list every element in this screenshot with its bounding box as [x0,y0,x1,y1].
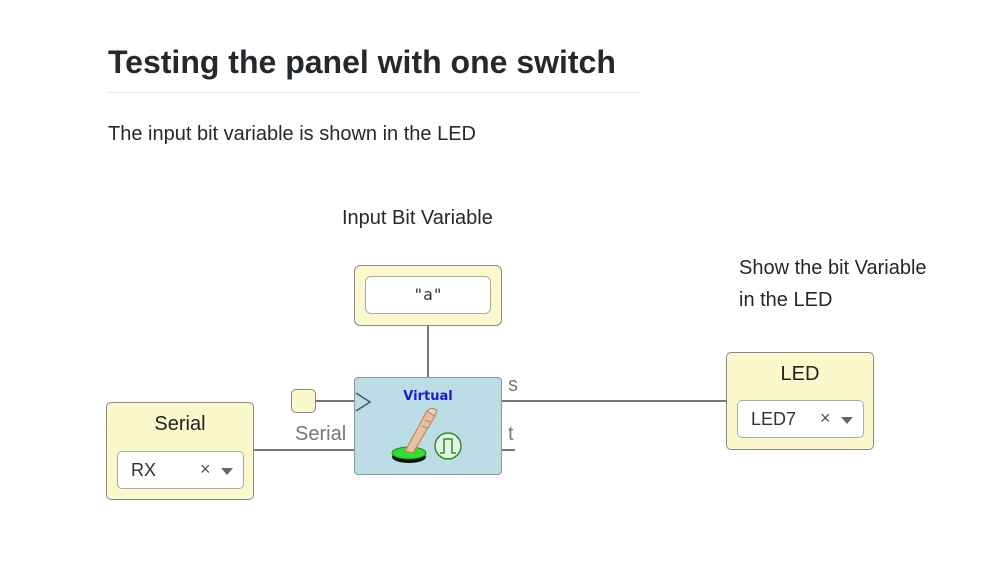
clock-input-block[interactable] [291,389,316,413]
title-divider [108,92,641,93]
virtual-label: Virtual [403,389,453,404]
led-block[interactable]: LED LED7 × [726,352,874,450]
t-port-label: t [508,423,514,445]
input-arrow-icon [355,392,372,412]
led-block-title: LED [780,363,820,385]
input-variable-label: Input Bit Variable [342,207,493,229]
serial-chevron-down-icon[interactable] [221,468,233,475]
page-title: Testing the panel with one switch [108,44,616,80]
intro-text: The input bit variable is shown in the L… [108,123,476,145]
led-chevron-down-icon[interactable] [841,417,853,424]
serial-block-title: Serial [154,413,206,435]
serial-dropdown[interactable]: RX × [117,451,244,489]
virtual-switch-block[interactable]: Virtual [354,377,502,475]
serial-dropdown-value: RX [131,460,157,480]
led-note-line-2: in the LED [739,289,833,311]
pulse-icon [434,432,462,460]
switch-button-icon [391,408,438,463]
serial-clear-icon[interactable]: × [200,459,211,479]
serial-block[interactable]: Serial RX × [106,402,254,500]
serial-port-label: Serial [295,423,347,445]
led-clear-icon[interactable]: × [820,408,831,428]
virtual-block-graphics [355,392,372,412]
led-note-line-1: Show the bit Variable [739,257,927,279]
s-port-label: s [508,374,518,396]
led-dropdown[interactable]: LED7 × [737,400,864,438]
led-dropdown-value: LED7 [751,409,797,429]
constant-block[interactable]: "a" [354,265,502,326]
constant-value-field[interactable]: "a" [365,276,491,314]
